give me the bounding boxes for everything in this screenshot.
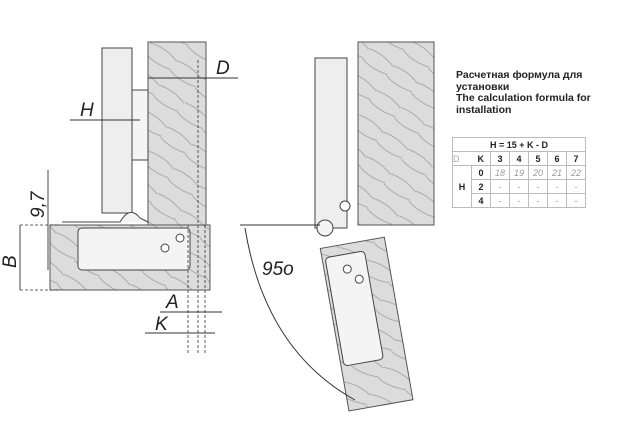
formula-header: H = 15 + K - D bbox=[452, 137, 586, 152]
h-value: - bbox=[566, 193, 586, 208]
corner-d: D bbox=[452, 151, 472, 166]
h-value: - bbox=[509, 179, 529, 194]
h-value: 18 bbox=[490, 165, 510, 180]
open-hinge-view: 95o bbox=[240, 41, 435, 412]
mounting-plate bbox=[131, 89, 149, 161]
k-value: 5 bbox=[528, 151, 548, 166]
h-value: - bbox=[509, 193, 529, 208]
k-value: 4 bbox=[509, 151, 529, 166]
h-value: - bbox=[547, 193, 567, 208]
hinge-cup bbox=[77, 227, 191, 271]
dimension-a-label: A bbox=[165, 292, 179, 313]
h-value: 22 bbox=[566, 165, 586, 180]
d-value: 0 bbox=[471, 165, 491, 180]
hinge-arm bbox=[101, 47, 133, 214]
hinge-knuckle bbox=[62, 211, 149, 223]
cabinet-side-panel bbox=[147, 41, 207, 226]
table-row: 4 - - - - - bbox=[453, 193, 586, 208]
caption-line: installation bbox=[456, 103, 512, 116]
formula-caption: Расчетная формула для установки The calc… bbox=[456, 69, 636, 116]
h-value: - bbox=[490, 179, 510, 194]
dimension-9-7-label: 9,7 bbox=[28, 190, 49, 218]
h-value: 21 bbox=[547, 165, 567, 180]
cabinet-side-panel-open bbox=[357, 41, 435, 226]
calculation-table: H = 15 + K - D D K 3 4 5 6 7 H 0 18 19 2… bbox=[452, 137, 586, 208]
closed-hinge-view: D H 9,7 B A K bbox=[0, 41, 238, 355]
d-value: 4 bbox=[471, 193, 491, 208]
dimension-h-label: H bbox=[80, 100, 94, 121]
table-row: H 0 18 19 20 21 22 bbox=[452, 165, 586, 208]
h-value: - bbox=[490, 193, 510, 208]
h-value: - bbox=[528, 193, 548, 208]
hinge-arm-open bbox=[314, 57, 348, 229]
dimension-b-label: B bbox=[0, 255, 21, 268]
k-value: 6 bbox=[547, 151, 567, 166]
h-value: 20 bbox=[528, 165, 548, 180]
opening-angle-arc bbox=[244, 227, 356, 401]
k-value: 3 bbox=[490, 151, 510, 166]
table-row: 2 - - - - - bbox=[453, 179, 586, 194]
corner-k: K bbox=[471, 151, 491, 166]
h-value: - bbox=[528, 179, 548, 194]
h-value: - bbox=[547, 179, 567, 194]
table-row: D K 3 4 5 6 7 bbox=[452, 151, 586, 166]
h-value: 19 bbox=[509, 165, 529, 180]
dimension-k-label: K bbox=[155, 314, 169, 335]
caption-line: установки bbox=[456, 80, 510, 93]
dimension-d-label: D bbox=[216, 58, 230, 79]
d-value: 2 bbox=[471, 179, 491, 194]
caption-line: Расчетная формула для bbox=[456, 69, 583, 81]
opening-angle-label: 95o bbox=[262, 259, 294, 280]
caption-line: The calculation formula for bbox=[456, 92, 591, 104]
k-value: 7 bbox=[566, 151, 586, 166]
hinge-cup-open bbox=[325, 250, 384, 366]
h-value: - bbox=[566, 179, 586, 194]
row-header-h: H bbox=[452, 165, 472, 208]
